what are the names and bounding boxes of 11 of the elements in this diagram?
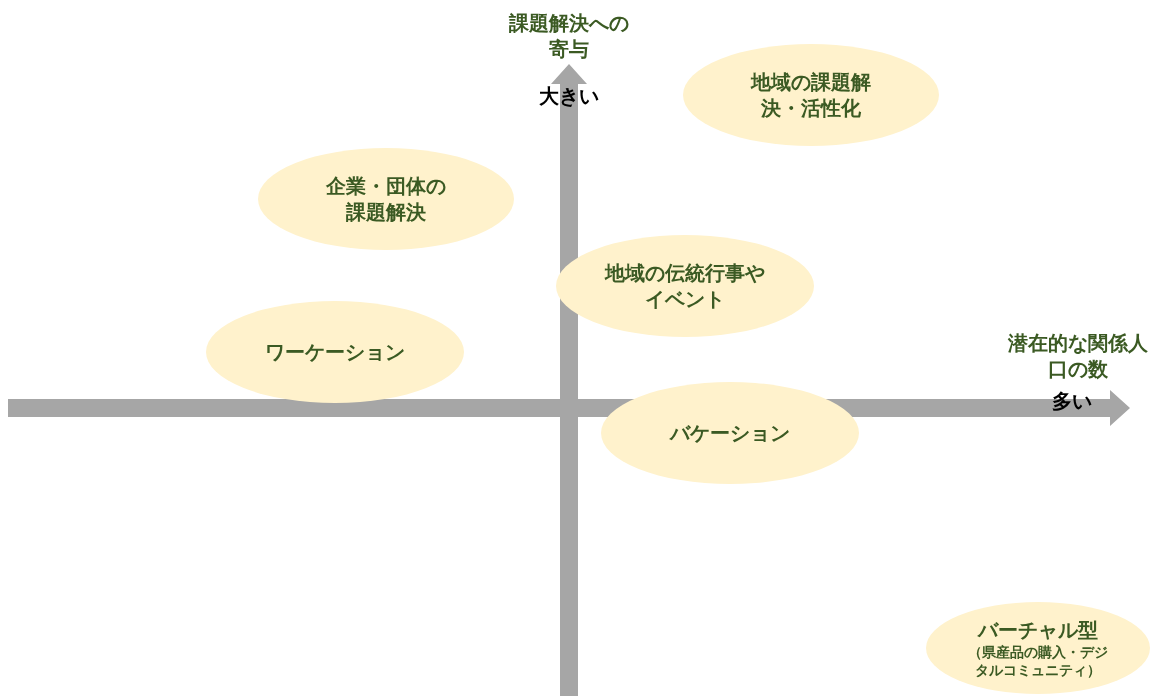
- axis-title: 課題解決への寄与: [509, 11, 629, 62]
- node-note: （県産品の購入・デジタルコミュニティ）: [967, 642, 1109, 680]
- axis-title: 潜在的な関係人口の数: [1007, 331, 1149, 382]
- axis-end-label: 多い: [1051, 389, 1093, 414]
- node-label: バケーション: [670, 421, 790, 446]
- node-label: 地域の伝統行事やイベント: [603, 261, 766, 312]
- axis-end-label: 大きい: [538, 84, 600, 109]
- node-label: バーチャル型: [978, 617, 1098, 643]
- node-label: 地域の課題解決・活性化: [749, 70, 872, 121]
- node-label: 企業・団体の課題解決: [325, 174, 447, 225]
- node-label: ワーケーション: [265, 340, 405, 365]
